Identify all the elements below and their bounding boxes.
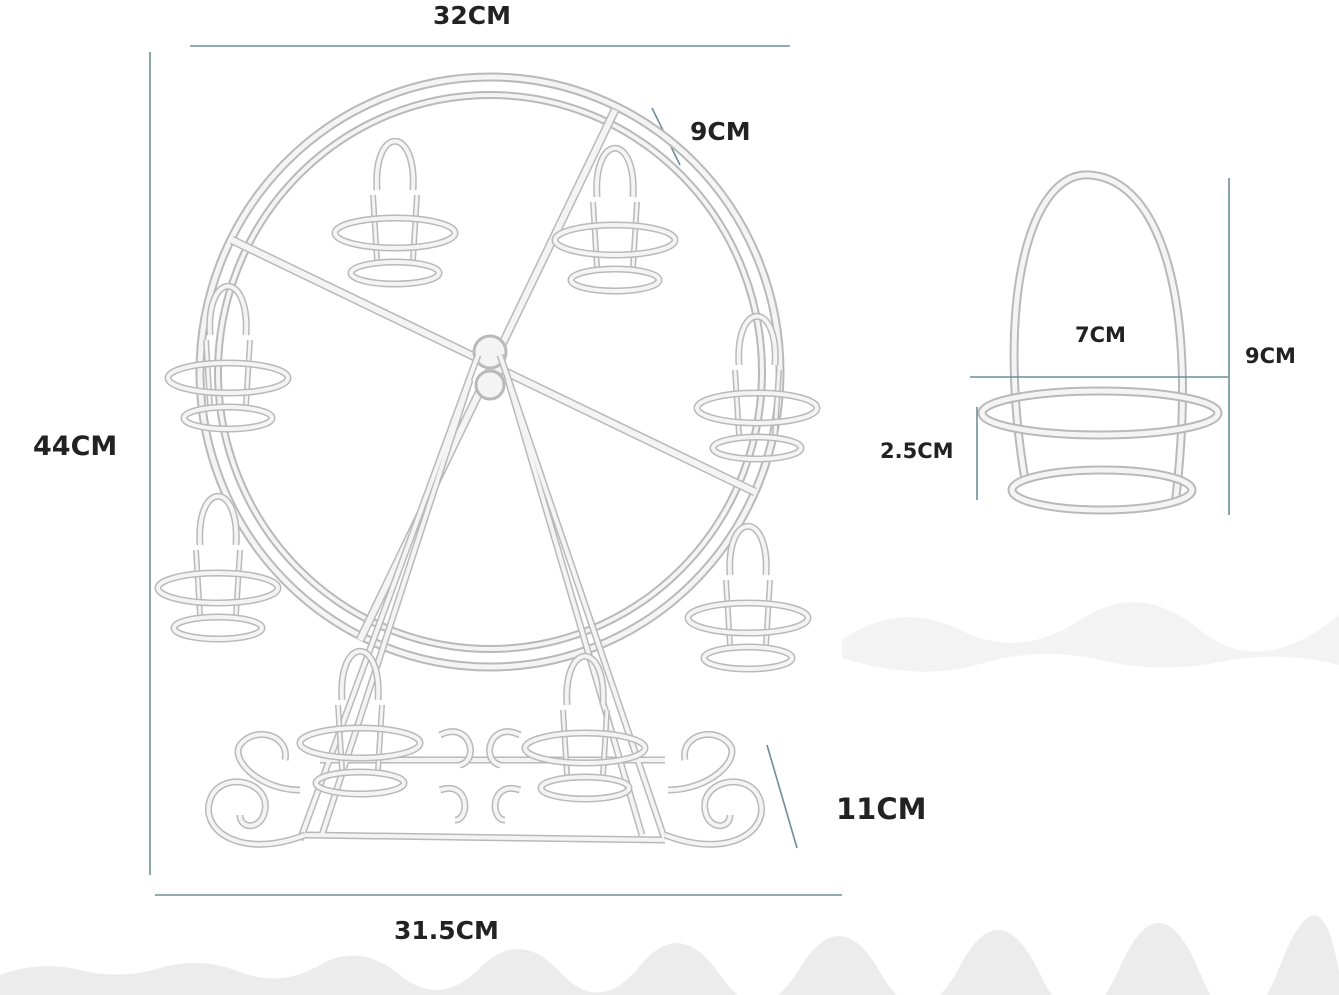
detail-dimension-lines [970,178,1230,515]
overall-height-label: 44CM [33,431,118,462]
holder-ring-depth-label: 2.5CM [880,439,954,463]
holder-width-label: 7CM [1075,323,1126,347]
holder-height-label: 9CM [1245,344,1296,368]
wave-background-right [842,602,1339,672]
cup-holder-height-label: 9CM [690,117,751,146]
base-width-label: 31.5CM [394,916,499,945]
dimension-lines [149,45,842,896]
cup-holder-detail [977,170,1223,515]
ferris-wheel-stand [195,72,785,848]
wave-background [0,915,1339,995]
overall-width-top-label: 32CM [433,1,512,30]
base-height-label: 11CM [836,792,927,826]
